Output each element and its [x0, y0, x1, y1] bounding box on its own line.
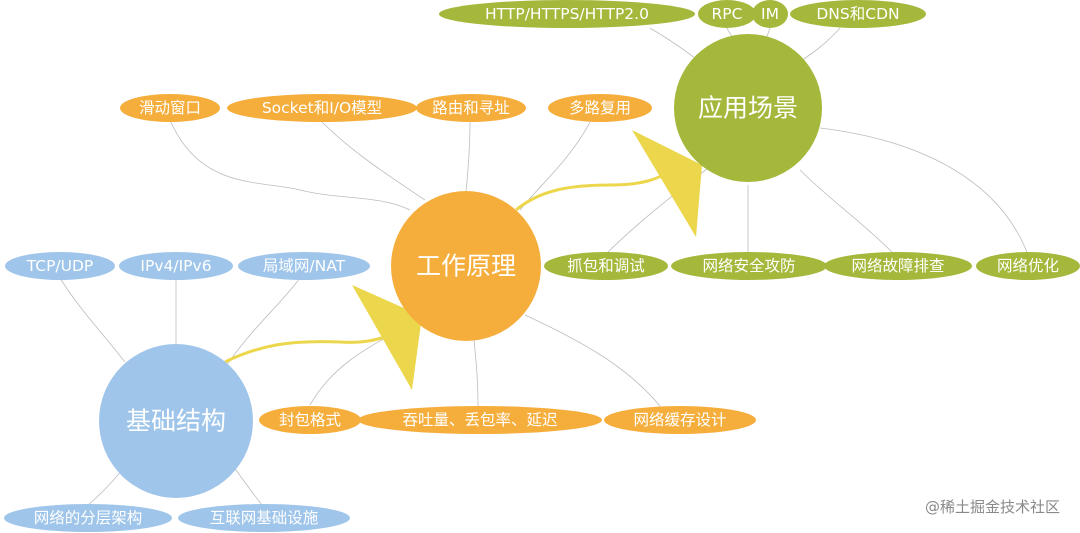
hub-basic-label: 基础结构: [126, 407, 226, 436]
node-rpc: RPC: [698, 0, 756, 28]
svg-text:网络故障排查: 网络故障排查: [851, 257, 944, 275]
svg-text:局域网/NAT: 局域网/NAT: [263, 257, 346, 275]
svg-text:网络优化: 网络优化: [997, 257, 1059, 275]
node-routing: 路由和寻址: [416, 94, 526, 122]
flow-line-work-app: [515, 166, 674, 212]
watermark: @稀土掘金技术社区: [924, 498, 1060, 516]
node-multiplexing: 多路复用: [548, 94, 652, 122]
hub-basic: 基础结构: [99, 344, 253, 498]
svg-text:TCP/UDP: TCP/UDP: [26, 257, 94, 275]
connector-work-mux: [519, 121, 591, 211]
connector-work-throughput: [473, 339, 479, 407]
hub-work-label: 工作原理: [416, 252, 516, 281]
svg-text:网络缓存设计: 网络缓存设计: [633, 411, 726, 429]
node-ipv4-ipv6: IPv4/IPv6: [119, 252, 233, 280]
svg-text:HTTP/HTTPS/HTTP2.0: HTTP/HTTPS/HTTP2.0: [485, 5, 649, 23]
svg-text:IPv4/IPv6: IPv4/IPv6: [140, 257, 211, 275]
svg-text:网络的分层架构: 网络的分层架构: [34, 509, 143, 527]
connector-basic-tcp: [59, 277, 126, 363]
connector-app-optimize: [819, 127, 1029, 256]
node-packet-format: 封包格式: [259, 406, 361, 434]
svg-text:多路复用: 多路复用: [569, 99, 631, 117]
connector-basic-layer: [87, 469, 123, 506]
hub-app-label: 应用场景: [698, 94, 798, 123]
connector-work-route: [465, 119, 471, 193]
node-dns-cdn: DNS和CDN: [790, 0, 926, 28]
svg-text:互联网基础设施: 互联网基础设施: [210, 509, 319, 527]
node-capture-debug: 抓包和调试: [544, 252, 668, 280]
connector-work-socket: [319, 119, 426, 201]
node-cache-design: 网络缓存设计: [604, 406, 756, 434]
svg-text:滑动窗口: 滑动窗口: [139, 99, 201, 117]
svg-text:Socket和I/O模型: Socket和I/O模型: [262, 99, 382, 117]
node-socket-io: Socket和I/O模型: [227, 94, 417, 122]
flow-arrowhead-work-app: [632, 130, 702, 237]
connector-app-http: [649, 27, 701, 63]
svg-text:网络安全攻防: 网络安全攻防: [702, 257, 795, 275]
svg-text:抓包和调试: 抓包和调试: [567, 257, 645, 275]
node-http: HTTP/HTTPS/HTTP2.0: [439, 0, 695, 28]
node-sliding-window: 滑动窗口: [120, 94, 220, 122]
flow-arrowhead-basic-work: [352, 285, 422, 390]
node-network-security: 网络安全攻防: [671, 252, 827, 280]
svg-text:IM: IM: [761, 5, 779, 23]
connector-basic-lan: [224, 277, 301, 369]
svg-text:封包格式: 封包格式: [279, 411, 341, 429]
node-throughput: 吞吐量、丢包率、延迟: [358, 406, 602, 434]
node-lan-nat: 局域网/NAT: [238, 252, 370, 280]
node-troubleshooting: 网络故障排查: [824, 252, 972, 280]
node-network-layers: 网络的分层架构: [4, 504, 172, 532]
svg-text:吞吐量、丢包率、延迟: 吞吐量、丢包率、延迟: [402, 411, 557, 429]
hub-app: 应用场景: [674, 34, 822, 182]
flow-arrows: [224, 130, 702, 390]
node-network-optimization: 网络优化: [976, 252, 1080, 280]
svg-text:RPC: RPC: [712, 5, 743, 23]
connector-work-window: [169, 119, 411, 211]
svg-text:DNS和CDN: DNS和CDN: [816, 5, 899, 23]
node-internet-infra: 互联网基础设施: [178, 504, 350, 532]
node-tcp-udp: TCP/UDP: [5, 252, 115, 280]
connector-app-trouble: [799, 169, 896, 256]
connector-work-cache: [524, 314, 661, 407]
svg-text:路由和寻址: 路由和寻址: [432, 99, 510, 117]
hub-work: 工作原理: [391, 191, 541, 341]
node-im: IM: [752, 0, 788, 28]
